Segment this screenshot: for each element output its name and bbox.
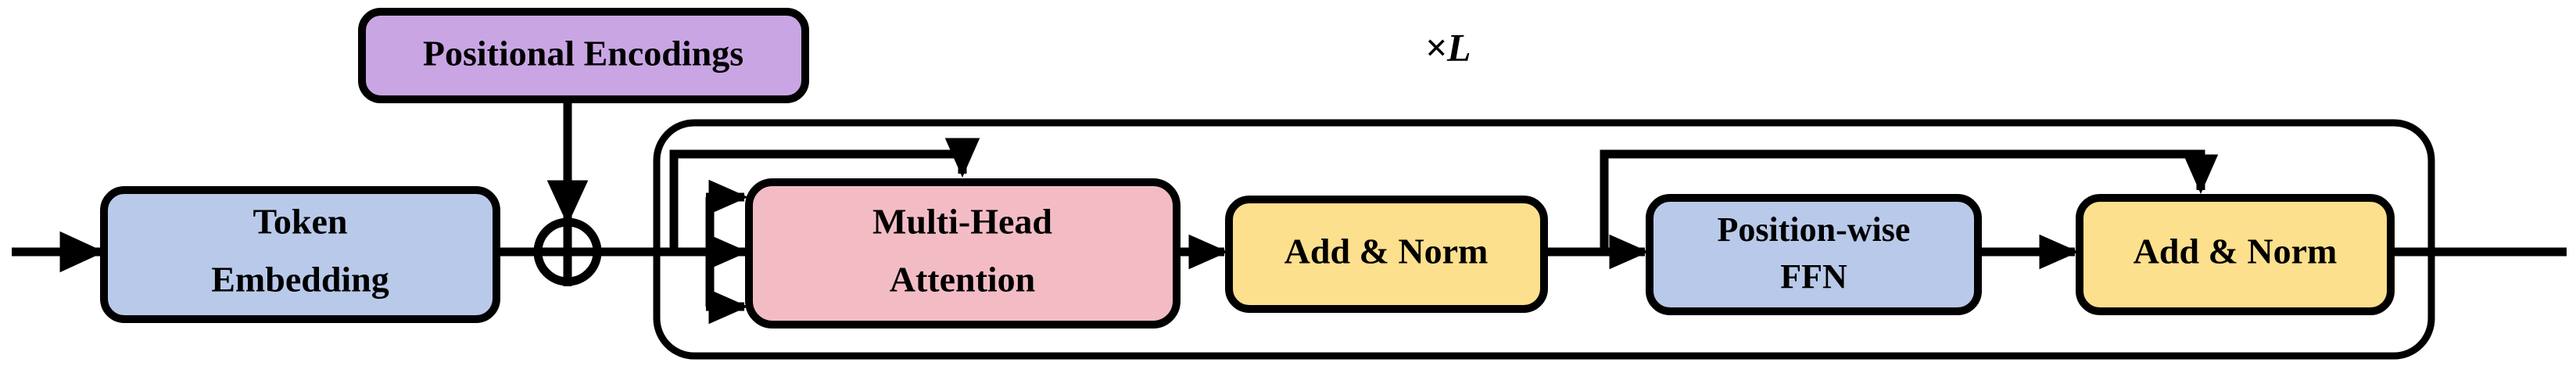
add-norm-1-label: Add & Norm (1284, 232, 1489, 271)
positional-encodings-label: Positional Encodings (423, 34, 743, 74)
positional-encodings-block[interactable] (358, 8, 809, 103)
residual-skip-2-path (1600, 149, 2219, 252)
residual-skip-1-path (669, 138, 980, 252)
token-embedding-label-line1: Token (253, 202, 347, 242)
position-wise-ffn-label-line1: Position-wise (1718, 210, 1911, 249)
position-wise-ffn-label-line2: FFN (1780, 257, 1847, 296)
multi-head-attention-label-line2: Attention (890, 260, 1036, 300)
add-norm-2-label: Add & Norm (2134, 232, 2338, 271)
token-embedding-label-line2: Embedding (211, 260, 389, 300)
repeat-layers-label: ×L (1424, 25, 1471, 69)
encoder-block-container (653, 119, 2435, 360)
multi-head-attention-label-line1: Multi-Head (872, 202, 1052, 242)
